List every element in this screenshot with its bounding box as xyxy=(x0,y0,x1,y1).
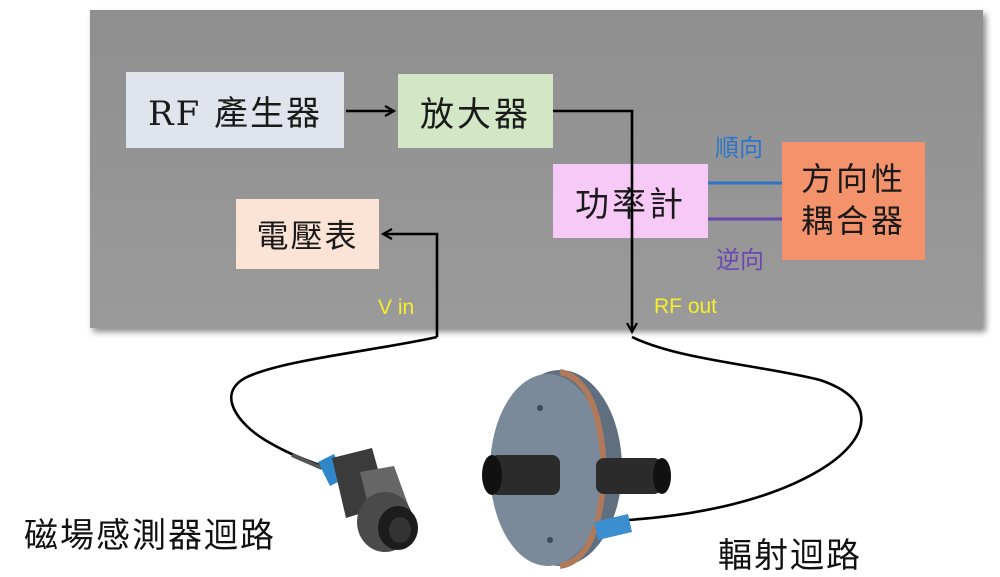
magnetic-probe-icon xyxy=(291,448,418,552)
coupler-label-line2: 耦合器 xyxy=(800,202,906,240)
radiating-loop-caption: 輻射迴路 xyxy=(718,536,862,576)
magnetic-probe-caption: 磁場感測器迴路 xyxy=(24,516,276,556)
coupler-label-line1: 方向性 xyxy=(800,160,906,199)
rf-out-label: RF out xyxy=(654,295,718,318)
voltmeter-block: 電壓表 xyxy=(236,199,379,269)
amplifier-label: 放大器 xyxy=(420,94,531,135)
loop-cable xyxy=(627,335,863,522)
power-meter-label: 功率計 xyxy=(575,184,686,225)
probe-cable xyxy=(230,335,438,468)
reverse-label: 逆向 xyxy=(716,246,764,274)
forward-label: 順向 xyxy=(715,134,763,162)
directional-coupler-block: 方向性 耦合器 xyxy=(782,142,925,260)
radiating-loop-icon xyxy=(482,369,671,569)
rf-generator-label: RF 產生器 xyxy=(148,93,322,134)
v-in-label: V in xyxy=(378,296,415,319)
rf-generator-block: RF 產生器 xyxy=(126,72,344,148)
amplifier-block: 放大器 xyxy=(398,74,553,148)
power-meter-block: 功率計 xyxy=(553,164,708,238)
voltmeter-label: 電壓表 xyxy=(256,217,359,255)
